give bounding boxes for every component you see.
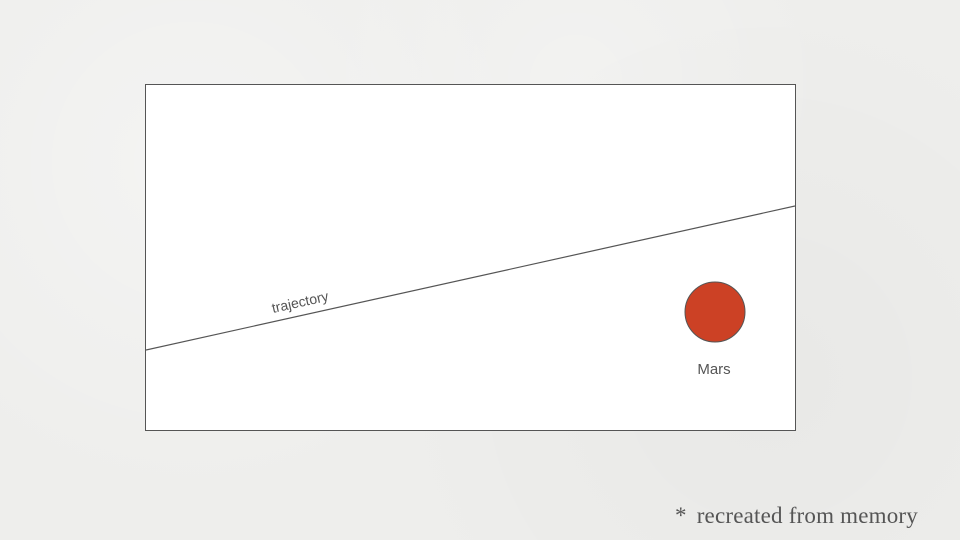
footnote: * recreated from memory [675, 503, 918, 529]
footnote-text: recreated from memory [696, 503, 918, 528]
mars-planet [684, 281, 746, 343]
diagram-frame: trajectory Mars [145, 84, 796, 431]
diagram-canvas: trajectory Mars [146, 205, 795, 378]
trajectory-line [146, 205, 795, 351]
footnote-asterisk: * [674, 503, 687, 528]
mars-label: Mars [697, 361, 730, 378]
